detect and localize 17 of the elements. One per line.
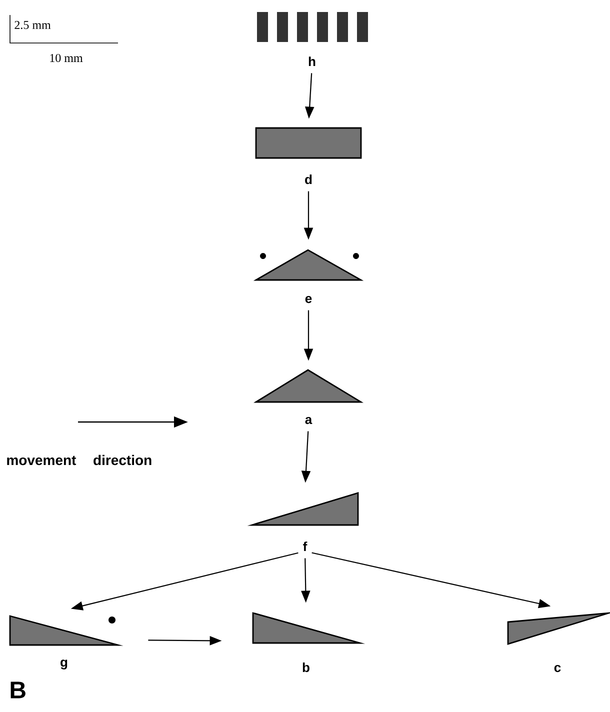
wedge-block: g [9, 615, 124, 670]
scale-label: 2.5 mm [14, 20, 51, 30]
wedge-block: c [507, 612, 610, 672]
node-label: a [305, 416, 312, 424]
wedge-block: b [252, 612, 366, 672]
node-label: h [308, 56, 316, 66]
panel-letter: B [10, 682, 26, 698]
direction-label: movement direction [7, 454, 152, 466]
striped-block: h [257, 12, 368, 66]
node-label: f [303, 542, 308, 552]
node-label: c [554, 664, 561, 672]
node-label: d [305, 174, 312, 184]
node-label: g [60, 660, 68, 670]
node-label: e [305, 296, 312, 304]
node-label: b [302, 662, 310, 672]
rectangular-block: d [255, 127, 362, 184]
scale-label: 10 mm [50, 54, 83, 62]
